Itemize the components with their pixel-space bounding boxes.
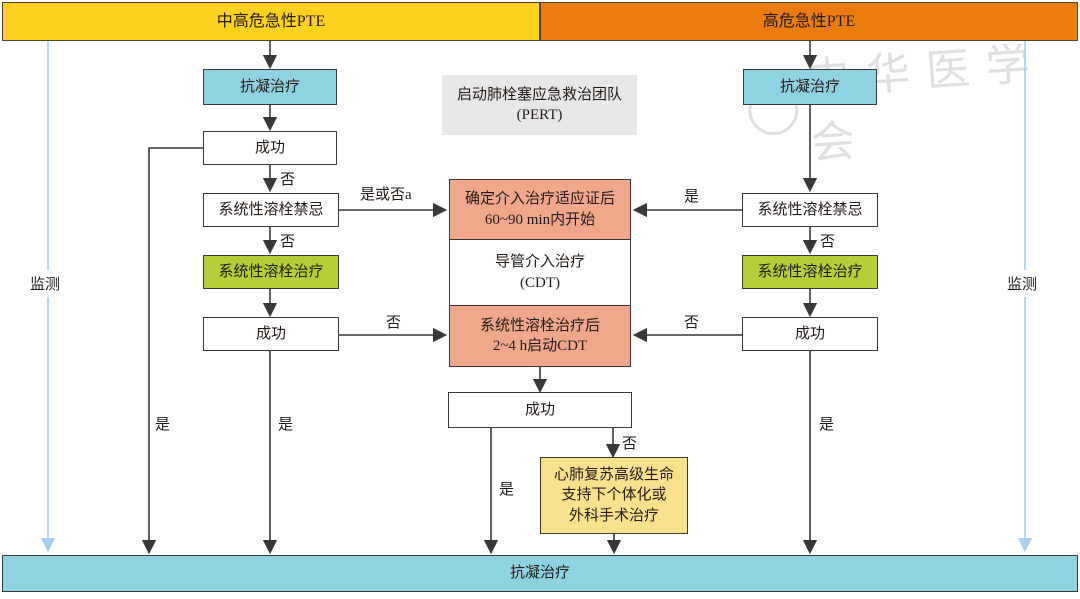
header-left-label: 中高危急性PTE — [216, 12, 326, 30]
left-contraindication-label: 系统性溶栓禁忌 — [218, 201, 324, 218]
right-anticoagulation-box: 抗凝治疗 — [743, 69, 877, 105]
cpr-line2: 支持下个体化或 — [561, 487, 667, 504]
right-thrombolysis-contraindication-box: 系统性溶栓禁忌 — [742, 193, 878, 227]
right-anticoagulation-label: 抗凝治疗 — [779, 78, 840, 95]
monitor-label-left: 监测 — [29, 270, 62, 297]
edge-label-left-no2: 否 — [280, 234, 296, 250]
monitor-label-right: 监测 — [1006, 270, 1039, 297]
cdt-line2: (CDT) — [520, 274, 560, 291]
edge-label-center-no: 否 — [622, 436, 638, 452]
pert-line2: (PERT) — [516, 107, 563, 123]
cdt-box: 导管介入治疗 (CDT) — [449, 238, 631, 307]
cdt-line1: 导管介入治疗 — [494, 254, 585, 271]
left-success2-label: 成功 — [255, 325, 286, 342]
edge-label-left-loop-yes: 是 — [155, 417, 171, 433]
right-success-box: 成功 — [742, 317, 878, 351]
interventional-indication-line1: 确定介入治疗适应证后 — [464, 191, 615, 208]
left-success1-box: 成功 — [203, 131, 337, 165]
left-anticoagulation-label: 抗凝治疗 — [239, 78, 300, 95]
left-success2-box: 成功 — [203, 317, 339, 351]
pert-team-box: 启动肺栓塞应急救治团队 (PERT) — [442, 75, 637, 135]
edge-label-right-yes-to-center: 是 — [684, 189, 700, 205]
post-thrombolysis-cdt-box: 系统性溶栓治疗后 2~4 h启动CDT — [449, 305, 631, 367]
right-contraindication-label: 系统性溶栓禁忌 — [757, 201, 863, 218]
left-success1-label: 成功 — [254, 139, 285, 156]
edge-label-right-no1: 否 — [820, 234, 836, 250]
cpr-line3: 外科手术治疗 — [568, 507, 659, 524]
header-high-risk-pte: 高危急性PTE — [540, 2, 1078, 41]
right-success-label: 成功 — [794, 325, 825, 342]
left-thrombolysis-contraindication-box: 系统性溶栓禁忌 — [203, 193, 339, 227]
cpr-surgery-box: 心肺复苏高级生命 支持下个体化或 外科手术治疗 — [540, 457, 688, 534]
left-systemic-thrombolysis-box: 系统性溶栓治疗 — [203, 255, 339, 289]
right-thrombolysis-label: 系统性溶栓治疗 — [757, 263, 863, 280]
bottom-anticoagulation-bar: 抗凝治疗 — [2, 555, 1078, 592]
bottom-anticoagulation-label: 抗凝治疗 — [509, 565, 570, 582]
left-anticoagulation-box: 抗凝治疗 — [203, 69, 337, 105]
interventional-indication-line2: 60~90 min内开始 — [484, 211, 596, 228]
interventional-indication-box: 确定介入治疗适应证后 60~90 min内开始 — [449, 179, 631, 240]
edge-label-right-col-yes: 是 — [819, 417, 835, 433]
left-thrombolysis-label: 系统性溶栓治疗 — [218, 263, 324, 280]
edge-label-yes-or-no-a: 是或否a — [360, 187, 412, 203]
right-systemic-thrombolysis-box: 系统性溶栓治疗 — [742, 255, 878, 289]
center-success-box: 成功 — [448, 392, 632, 428]
edge-label-center-yes: 是 — [499, 482, 515, 498]
post-thrombolysis-line2: 2~4 h启动CDT — [492, 338, 588, 354]
center-success-label: 成功 — [524, 401, 555, 418]
pert-line1: 启动肺栓塞应急救治团队 — [456, 86, 622, 103]
edge-label-left-no1: 否 — [280, 172, 296, 188]
header-right-label: 高危急性PTE — [762, 12, 856, 30]
header-intermediate-high-risk-pte: 中高危急性PTE — [2, 2, 540, 41]
cpr-line1: 心肺复苏高级生命 — [553, 467, 674, 484]
post-thrombolysis-line1: 系统性溶栓治疗后 — [479, 317, 600, 334]
edge-label-left-col-yes: 是 — [278, 417, 294, 433]
edge-label-left-no-to-center: 否 — [386, 315, 402, 331]
edge-label-right-no-to-center: 否 — [684, 315, 700, 331]
